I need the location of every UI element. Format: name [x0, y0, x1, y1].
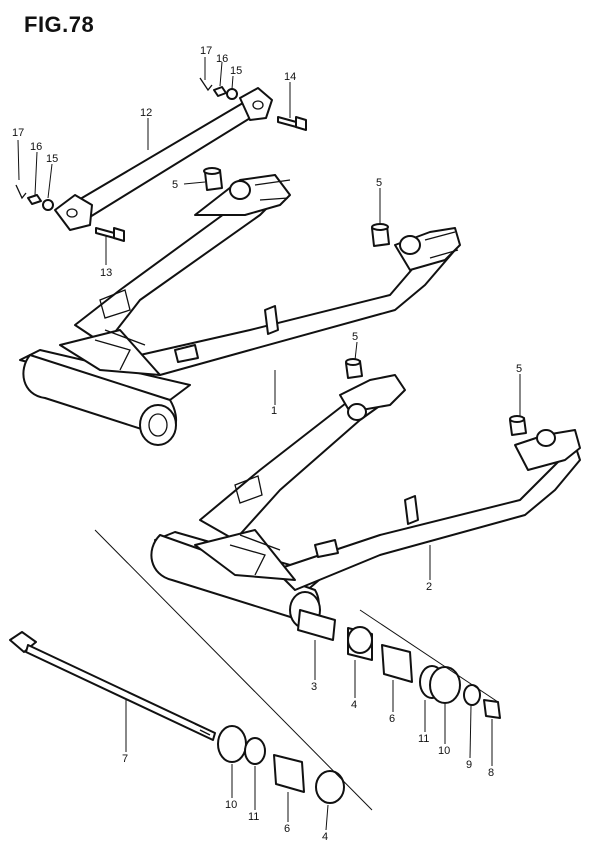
callout-15a: 15: [230, 65, 242, 77]
callout-10a: 10: [438, 745, 450, 757]
callout-4b: 4: [322, 831, 328, 843]
callout-10b: 10: [225, 799, 237, 811]
callouts: 17 16 15 14 12 17 16 15 13 5 5 1 5 5 2 3…: [12, 45, 522, 843]
callout-14: 14: [284, 71, 296, 83]
axis-line-right: [359, 609, 499, 703]
callout-3: 3: [311, 681, 317, 693]
callout-11b: 11: [248, 811, 259, 823]
torque-rod: [54, 87, 273, 231]
callout-5b: 5: [376, 177, 382, 189]
callout-5a: 5: [172, 179, 178, 191]
callout-4a: 4: [351, 699, 357, 711]
callout-12: 12: [140, 107, 152, 119]
bushings-5: [203, 167, 527, 436]
callout-5c: 5: [352, 331, 358, 343]
callout-17b: 17: [12, 127, 24, 139]
callout-13: 13: [100, 267, 112, 279]
bolt-13: [95, 227, 125, 242]
callout-16b: 16: [30, 141, 42, 153]
swing-arm-lower: [150, 374, 581, 629]
callout-17a: 17: [200, 45, 212, 57]
bolt-14: [277, 116, 307, 131]
callout-1: 1: [271, 405, 277, 417]
callout-6a: 6: [389, 713, 395, 725]
callout-5d: 5: [516, 363, 522, 375]
callout-2: 2: [426, 581, 432, 593]
callout-16a: 16: [216, 53, 228, 65]
pivot-assembly-right: [297, 609, 501, 719]
leader-lines: [17, 57, 521, 831]
callout-7: 7: [122, 753, 128, 765]
callout-9: 9: [466, 759, 472, 771]
callout-11a: 11: [418, 733, 429, 745]
swing-arm-upper: [19, 174, 461, 446]
fasteners-15-16-17: [15, 77, 238, 211]
pivot-shaft: [9, 631, 216, 741]
figure-title: FIG.78: [24, 12, 95, 37]
callout-8: 8: [488, 767, 494, 779]
pivot-assembly-left: [217, 725, 345, 804]
axis-line: [94, 529, 373, 811]
callout-15b: 15: [46, 153, 58, 165]
callout-6b: 6: [284, 823, 290, 835]
